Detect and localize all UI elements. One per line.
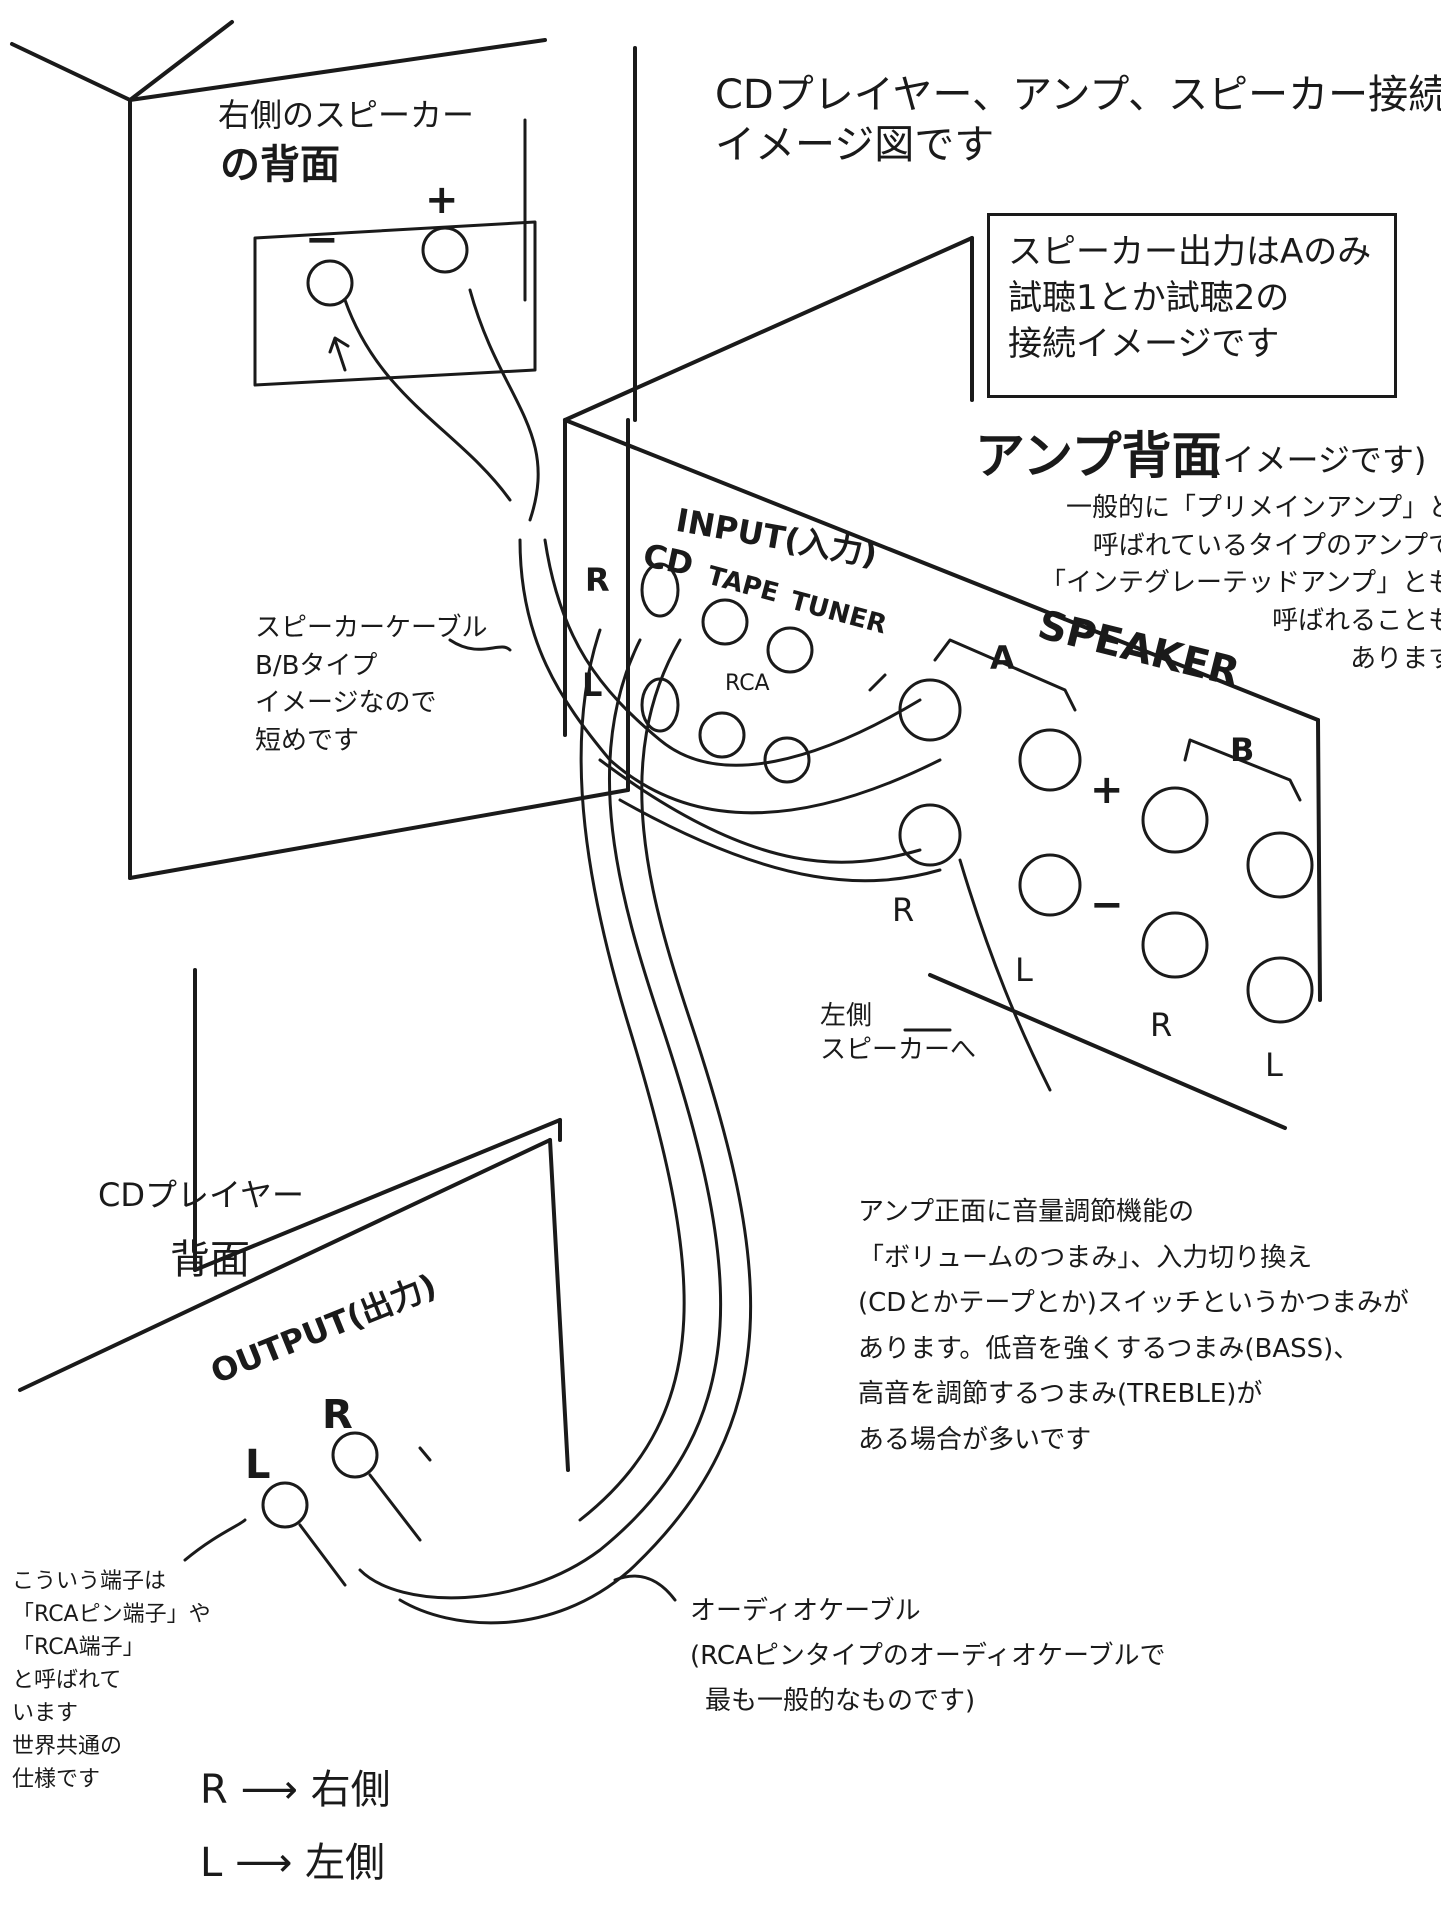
speaker-terminals — [306, 226, 469, 307]
speaker-a-label: A — [990, 639, 1015, 677]
title-line2: イメージ図です — [715, 122, 995, 168]
amp-back-paren: (イメージです) — [1210, 441, 1427, 479]
speaker-back-label-1: 右側のスピーカー — [218, 96, 475, 134]
amp-input-jacks — [640, 562, 814, 784]
legend-r: R ⟶ 右側 — [200, 1767, 391, 1813]
left-speaker-note: 左側 スピーカーへ — [820, 1001, 977, 1065]
b-l-label: L — [1265, 1046, 1283, 1084]
input-l-label: L — [582, 666, 603, 704]
speaker-back-label-2: の背面 — [220, 142, 340, 188]
amp-speaker-terminals — [898, 638, 1314, 1024]
rca-label: RCA — [725, 671, 770, 696]
cd-output-jacks — [261, 1431, 422, 1587]
speaker-b-label: B — [1230, 731, 1255, 769]
amp-plus-label: + — [1090, 767, 1124, 813]
audio-cable-desc-1: (RCAピンタイプのオーディオケーブルで — [690, 1641, 1166, 1671]
speaker-plus-label: + — [425, 177, 459, 223]
a-r-label: R — [892, 891, 915, 929]
amp-minus-label: − — [1090, 882, 1124, 928]
speaker-output-note: スピーカー出力はAのみ 試聴1とか試聴2の 接続イメージです — [987, 213, 1397, 398]
output-l-label: L — [245, 1442, 271, 1488]
cd-back-label-1: CDプレイヤー — [98, 1176, 305, 1214]
legend-l: L ⟶ 左側 — [200, 1840, 386, 1886]
speaker-minus-label: − — [305, 217, 339, 263]
audio-cables — [358, 628, 753, 1625]
speaker-cable-note: スピーカーケーブル B/Bタイプ イメージなので 短めです — [255, 613, 488, 757]
title-line1: CDプレイヤー、アンプ、スピーカー接続の — [715, 72, 1441, 118]
speaker-cables — [343, 288, 1052, 1092]
amp-box — [563, 236, 1322, 1130]
a-l-label: L — [1015, 951, 1033, 989]
amp-back-title: アンプ背面 — [975, 427, 1222, 485]
audio-cable-title: オーディオケーブル — [690, 1596, 921, 1626]
amp-front-note: アンプ正面に音量調節機能の 「ボリュームのつまみ」、入力切り換え (CDとかテー… — [858, 1197, 1409, 1455]
cd-back-label-2: 背面 — [170, 1237, 250, 1283]
output-r-label: R — [322, 1392, 353, 1438]
amp-description: 一般的に「プリメインアンプ」と 呼ばれているタイプのアンプで 「インテグレーテッ… — [1040, 493, 1441, 674]
b-r-label: R — [1150, 1006, 1173, 1044]
audio-cable-desc-2: 最も一般的なものです) — [705, 1686, 976, 1716]
arrows — [183, 336, 952, 1602]
cd-player-box — [18, 968, 570, 1472]
rca-terminal-note: こういう端子は 「RCAピン端子」や 「RCA端子」 と呼ばれて います 世界共… — [12, 1569, 211, 1792]
input-r-label: R — [585, 561, 610, 599]
